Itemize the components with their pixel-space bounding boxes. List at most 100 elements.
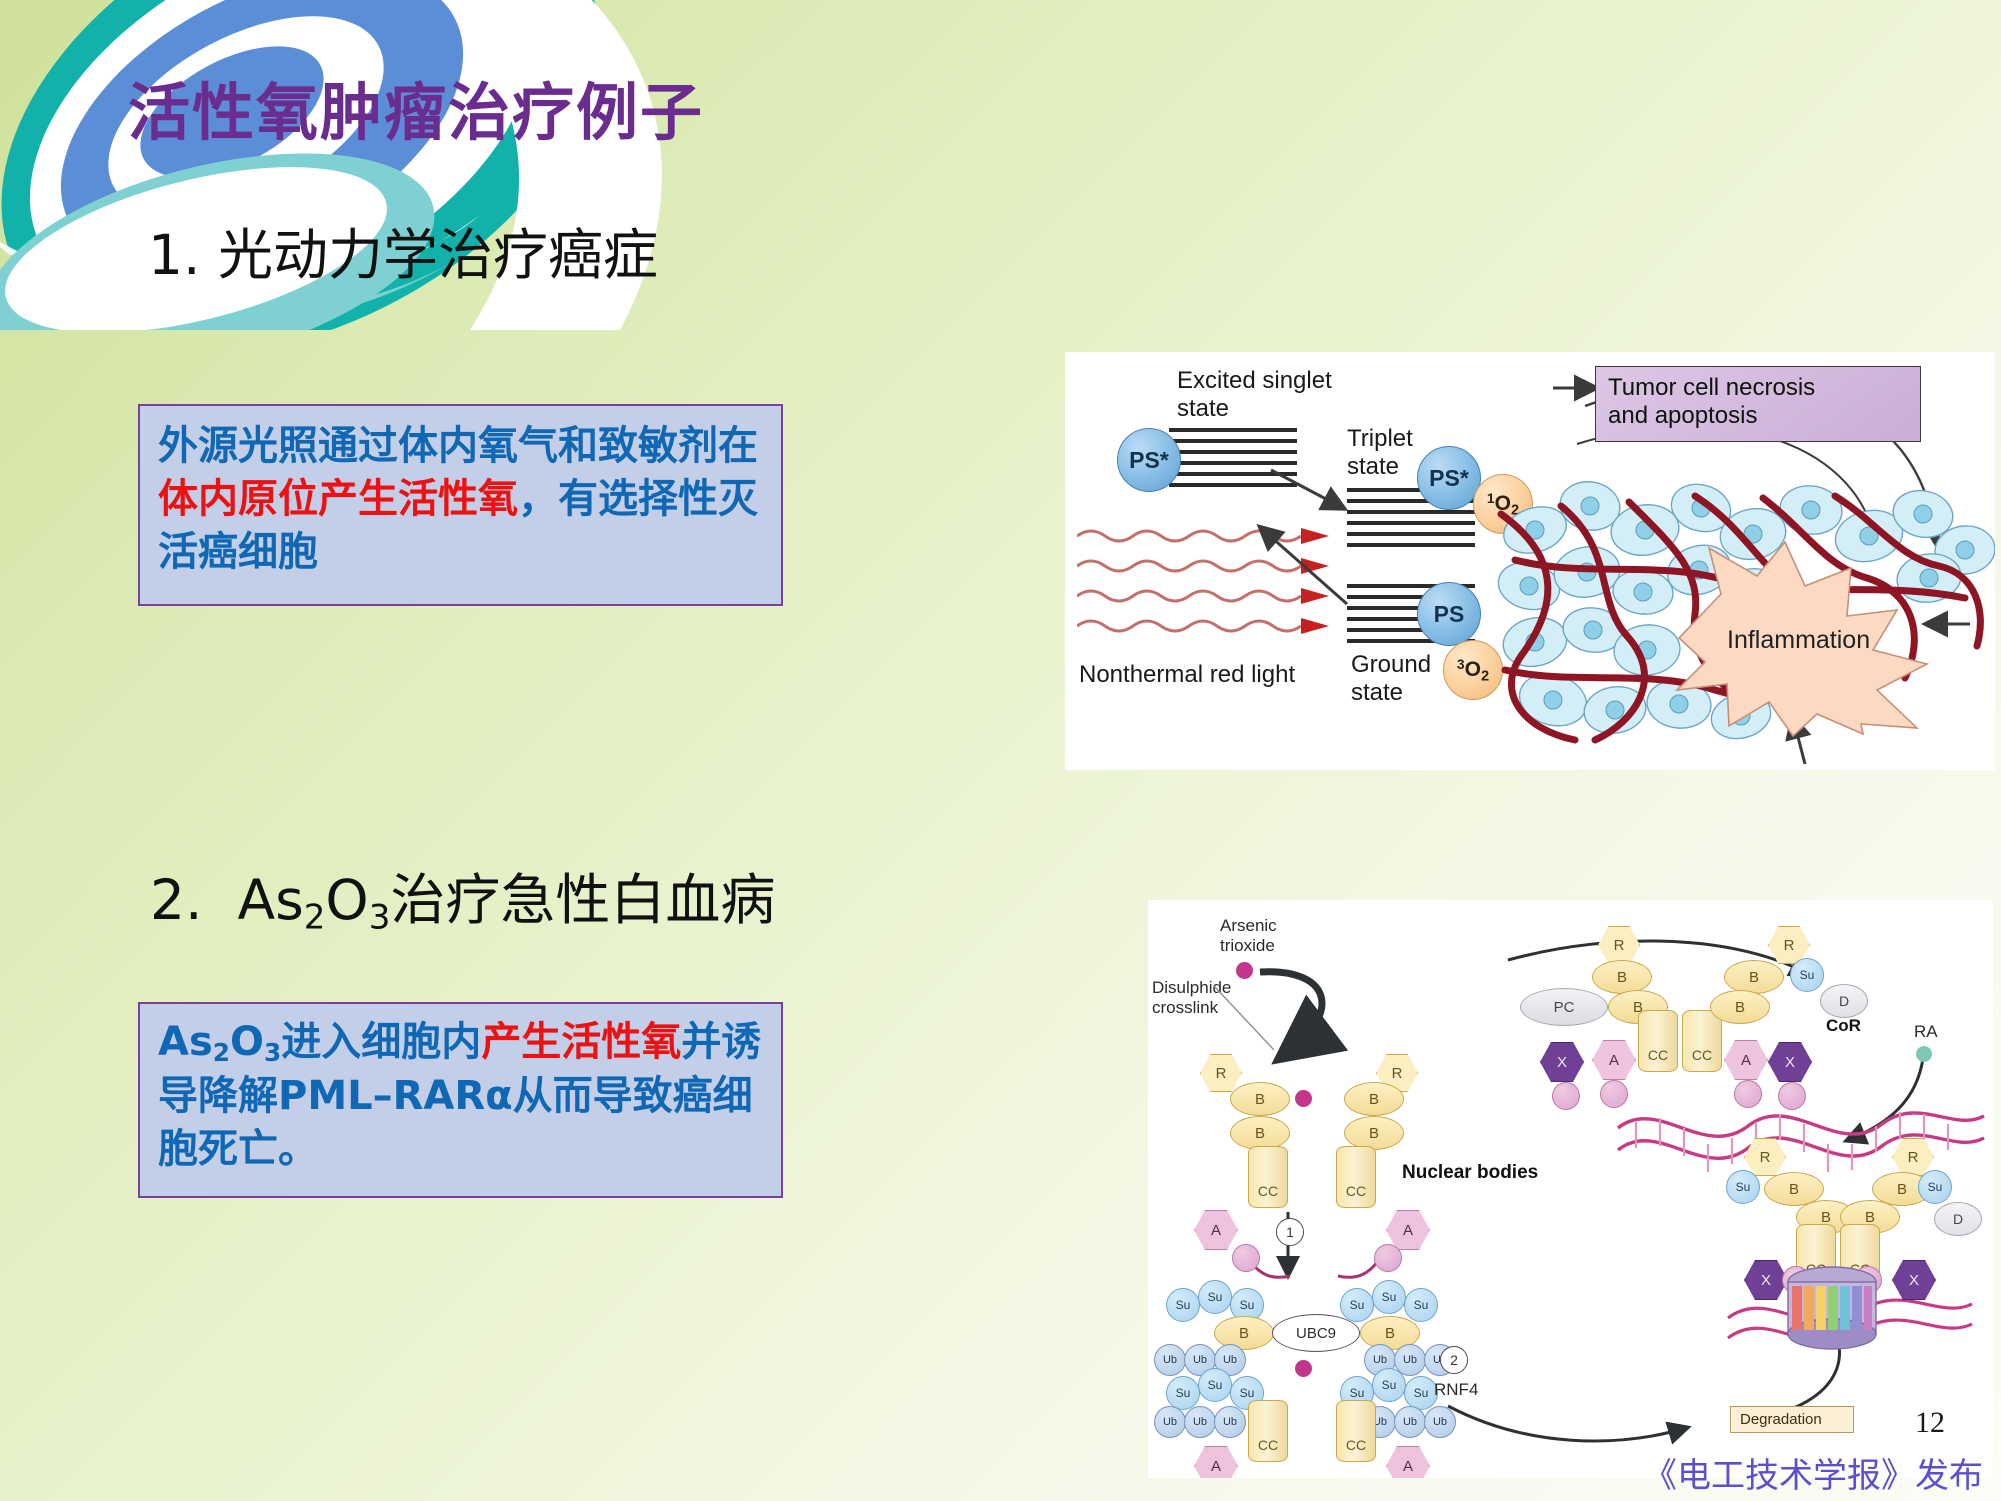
textbox1-line-3: 活癌细胞 [158, 526, 781, 579]
textbox1-line2-highlight: 体内原位产生活性氧 [158, 475, 518, 522]
pc-domain-oval: PC [1520, 988, 1608, 1026]
textbox2-line-2: 导降解PML–RARα从而导致癌细 [158, 1070, 781, 1123]
ps-excited-ball-1: PS* [1117, 428, 1181, 492]
d-domain-oval-2: D [1934, 1202, 1982, 1236]
phospho-circle-1 [1552, 1082, 1580, 1110]
cc-cylinder-8: CC [1336, 1400, 1376, 1462]
arsenic-crosslink-dot [1295, 1090, 1312, 1107]
su-circle-10: Su [1166, 1376, 1200, 1410]
textbox2-line2-seg1: 导降解PML–RARα从而导致癌细 [158, 1072, 753, 1119]
label-nuclear-bodies: Nuclear bodies [1402, 1162, 1539, 1183]
publisher-footer: 《电工技术学报》发布 [1643, 1456, 1983, 1496]
page-number: 12 [1915, 1406, 1945, 1439]
textbox2-line3-seg1: 胞死亡。 [158, 1125, 318, 1172]
label-necrosis-l2: and apoptosis [1608, 401, 1758, 429]
ub-circle-11: Ub [1394, 1406, 1426, 1438]
ub-circle-9: Ub [1214, 1406, 1246, 1438]
figure-pml-rara-degradation: Arsenic trioxide Disulphide crosslink [1148, 900, 1993, 1478]
triplet-oxygen-ball: 3O2 [1443, 640, 1503, 700]
label-arsenic-l2: trioxide [1220, 936, 1275, 955]
section-2-heading-text: 治疗急性白血病 [390, 868, 776, 932]
label-rnf4: RNF4 [1434, 1380, 1479, 1399]
section-2-heading-formula: As2O3 [219, 868, 391, 938]
label-necrosis-l1: Tumor cell necrosis [1608, 374, 1816, 401]
textbox1-line1-seg1: 外源光照通过体内氧气和致敏剂在 [158, 423, 758, 469]
cc-cylinder-1: CC [1638, 1010, 1678, 1072]
label-inflammation: Inflammation [1727, 626, 1871, 654]
textbox2-line-1: As2O3进入细胞内产生活性氧并诱 [158, 1016, 781, 1070]
ra-dot-icon [1916, 1046, 1932, 1062]
textbox1-line3-seg1: 活癌细胞 [158, 528, 318, 575]
ub-circle-7: Ub [1154, 1406, 1186, 1438]
d-domain-oval-1: D [1820, 984, 1868, 1018]
ubc9-enzyme: UBC9 [1272, 1314, 1360, 1352]
phospho-circle-7 [1232, 1244, 1260, 1272]
su-circle-8: Su [1372, 1280, 1406, 1314]
ub-circle-12: Ub [1424, 1406, 1456, 1438]
arsenic-crosslink-dot-2 [1295, 1360, 1312, 1377]
b-domain-oval-10: B [1344, 1082, 1404, 1116]
phospho-circle-8 [1374, 1244, 1402, 1272]
tumor-necrosis-callout: Tumor cell necrosis and apoptosis [1595, 366, 1921, 442]
label-triplet-l2: state [1347, 453, 1400, 480]
r-domain-hex-5: R [1200, 1054, 1242, 1092]
textbox2-line1-seg3: 并诱 [681, 1019, 762, 1065]
section-2-textbox: As2O3进入细胞内产生活性氧并诱 导降解PML–RARα从而导致癌细 胞死亡。 [138, 1002, 783, 1198]
su-circle-3: Su [1918, 1170, 1952, 1204]
label-triplet-l1: Triplet [1347, 425, 1413, 452]
su-circle-4: Su [1166, 1288, 1200, 1322]
section-1-heading: 1. 光动力学治疗癌症 [148, 210, 658, 290]
x-domain-hex-1: X [1540, 1042, 1584, 1082]
label-arsenic-l1: Arsenic [1220, 916, 1277, 935]
figure-photodynamic-therapy: Nonthermal red light Excited singlet sta… [1065, 352, 1995, 770]
su-circle-15: Su [1404, 1376, 1438, 1410]
r-domain-hex-3: R [1744, 1138, 1786, 1176]
inflammation-starburst-icon [1674, 540, 1930, 738]
textbox2-line1-formula: As2O3进入细胞内 [158, 1019, 482, 1068]
textbox2-line1-highlight: 产生活性氧 [481, 1019, 682, 1065]
b-domain-oval-4: B [1710, 990, 1770, 1024]
b-domain-oval-12: B [1344, 1116, 1404, 1150]
b-domain-oval-9: B [1230, 1082, 1290, 1116]
cc-cylinder-5: CC [1248, 1146, 1288, 1208]
label-excited-singlet-l1: Excited singlet [1177, 367, 1332, 394]
cc-cylinder-7: CC [1248, 1400, 1288, 1462]
x-domain-hex-4: X [1892, 1260, 1936, 1300]
phospho-circle-2 [1600, 1080, 1628, 1108]
label-disulphide-l1: Disulphide [1152, 978, 1232, 997]
a-domain-hex-3: A [1194, 1210, 1238, 1250]
su-circle-5: Su [1198, 1280, 1232, 1314]
a-domain-hex-1: A [1592, 1040, 1636, 1080]
label-ground-l2: state [1351, 679, 1404, 706]
textbox2-line-3: 胞死亡。 [158, 1123, 781, 1176]
ub-circle-1: Ub [1154, 1344, 1186, 1376]
su-circle-9: Su [1404, 1288, 1438, 1322]
label-disulphide-l2: crosslink [1152, 998, 1219, 1017]
textbox1-line-1: 外源光照通过体内氧气和致敏剂在 [158, 420, 781, 473]
section-2-heading: 2. As2O3治疗急性白血病 [150, 855, 775, 938]
label-cor: CoR [1826, 1016, 1861, 1035]
su-circle-7: Su [1340, 1288, 1374, 1322]
x-domain-hex-2: X [1768, 1042, 1812, 1082]
section-1-textbox: 外源光照通过体内氧气和致敏剂在 体内原位产生活性氧，有选择性灭 活癌细胞 [138, 404, 783, 606]
section-1-heading-text: 1. 光动力学治疗癌症 [148, 223, 658, 287]
b-domain-oval-1: B [1592, 960, 1652, 994]
label-ground-l1: Ground [1351, 651, 1432, 678]
label-nonthermal-red-light: Nonthermal red light [1079, 661, 1296, 688]
su-circle-14: Su [1372, 1368, 1406, 1402]
arsenic-dot-icon [1236, 962, 1253, 979]
page-title: 活性氧肿瘤治疗例子 [128, 76, 705, 149]
ub-circle-8: Ub [1184, 1406, 1216, 1438]
step-2-marker: 2 [1440, 1346, 1468, 1374]
cc-cylinder-6: CC [1336, 1146, 1376, 1208]
section-2-heading-number: 2. [150, 868, 203, 932]
ps-ground-ball: PS [1417, 582, 1481, 646]
b-domain-oval-3: B [1724, 960, 1784, 994]
ps-excited-ball-2: PS* [1417, 446, 1481, 510]
su-circle-2: Su [1726, 1170, 1760, 1204]
proteasome-icon [1787, 1266, 1877, 1350]
phospho-circle-3 [1734, 1080, 1762, 1108]
b-domain-oval-11: B [1230, 1116, 1290, 1150]
cc-cylinder-2: CC [1682, 1010, 1722, 1072]
